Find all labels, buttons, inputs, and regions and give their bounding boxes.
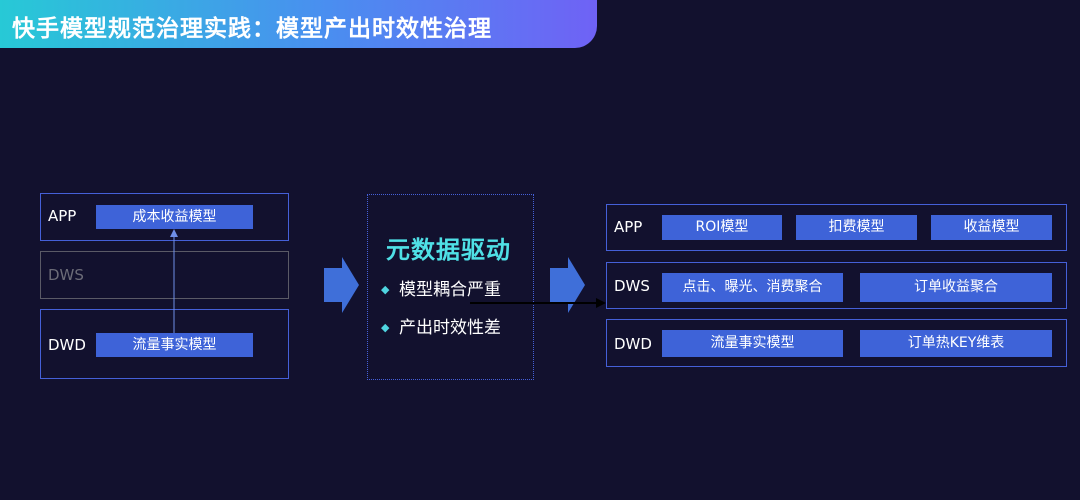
before-app-label: APP [48,207,77,225]
before-app-chip-cost-revenue: 成本收益模型 [96,205,253,229]
after-dws-chip-click-exposure: 点击、曝光、消费聚合 [662,273,843,302]
after-dwd-label: DWD [614,335,652,353]
after-dwd-chip-order-hotkey: 订单热KEY维表 [860,330,1052,357]
after-app-chip-roi: ROI模型 [662,215,782,240]
panel-title: 元数据驱动 [386,236,511,264]
before-dws-label: DWS [48,266,84,284]
after-dwd-layer [606,319,1067,367]
page-title: 快手模型规范治理实践：模型产出时效性治理 [12,16,492,42]
pointer-arrowhead-icon [596,298,606,308]
before-dws-layer [40,251,289,299]
title-bar: 快手模型规范治理实践：模型产出时效性治理 [0,0,597,48]
metadata-panel [367,194,534,380]
bullet-model-coupling: 模型耦合严重 [399,280,501,300]
flow-arrow-left-icon [324,257,359,313]
after-dws-chip-order-revenue: 订单收益聚合 [860,273,1052,302]
after-dwd-chip-traffic-fact: 流量事实模型 [662,330,843,357]
flow-arrow-right-icon [550,257,585,313]
after-dws-layer [606,262,1067,309]
after-app-layer [606,204,1067,251]
before-dwd-layer [40,309,289,379]
after-dws-label: DWS [614,277,650,295]
bullet-output-timeliness: 产出时效性差 [399,318,501,338]
after-app-label: APP [614,218,643,236]
dependency-arrowhead-icon [170,229,178,237]
before-dwd-label: DWD [48,336,86,354]
after-app-chip-deduction: 扣费模型 [796,215,917,240]
before-dwd-chip-traffic-fact: 流量事实模型 [96,333,253,357]
before-app-layer [40,193,289,241]
after-app-chip-revenue: 收益模型 [931,215,1052,240]
bullet-diamond-icon: ◆ [381,321,390,334]
bullet-diamond-icon: ◆ [381,283,390,296]
